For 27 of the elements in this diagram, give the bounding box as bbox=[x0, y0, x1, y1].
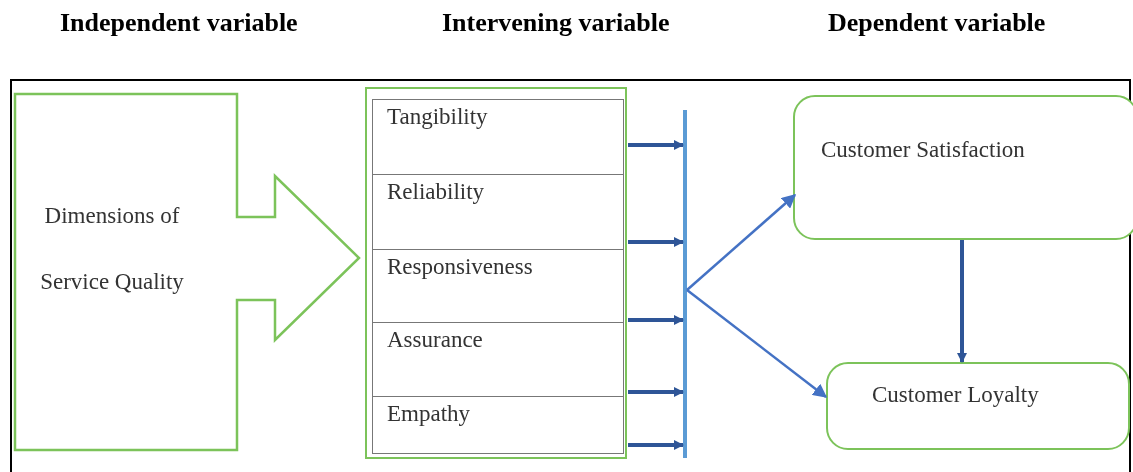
column-heading: Intervening variable bbox=[442, 8, 670, 38]
outcome-box bbox=[793, 95, 1133, 240]
column-heading: Independent variable bbox=[60, 8, 298, 38]
arrow bbox=[628, 140, 684, 150]
arrow bbox=[628, 387, 684, 397]
outcome-box bbox=[826, 362, 1130, 450]
node-label: Tangibility bbox=[387, 104, 488, 130]
node-label: Empathy bbox=[387, 401, 471, 427]
dimension-box bbox=[372, 396, 624, 454]
dimension-box bbox=[372, 99, 624, 175]
node-label: Responsiveness bbox=[387, 254, 533, 280]
node-label: Dimensions of Service Quality bbox=[39, 202, 185, 296]
dimension-box bbox=[372, 322, 624, 397]
node-label: Reliability bbox=[387, 179, 485, 205]
node-label: Customer Loyalty bbox=[872, 382, 1039, 408]
dimension-box bbox=[372, 249, 624, 323]
node-label: Assurance bbox=[387, 327, 483, 353]
arrow bbox=[686, 289, 828, 398]
arrow bbox=[957, 240, 967, 363]
column-heading: Dependent variable bbox=[828, 8, 1046, 38]
group-box bbox=[365, 87, 627, 459]
arrow bbox=[628, 237, 684, 247]
dimension-box bbox=[372, 174, 624, 250]
arrow bbox=[628, 440, 684, 450]
arrow bbox=[628, 315, 684, 325]
arrow-shape bbox=[14, 93, 360, 451]
node-label: Customer Satisfaction bbox=[821, 137, 1025, 163]
